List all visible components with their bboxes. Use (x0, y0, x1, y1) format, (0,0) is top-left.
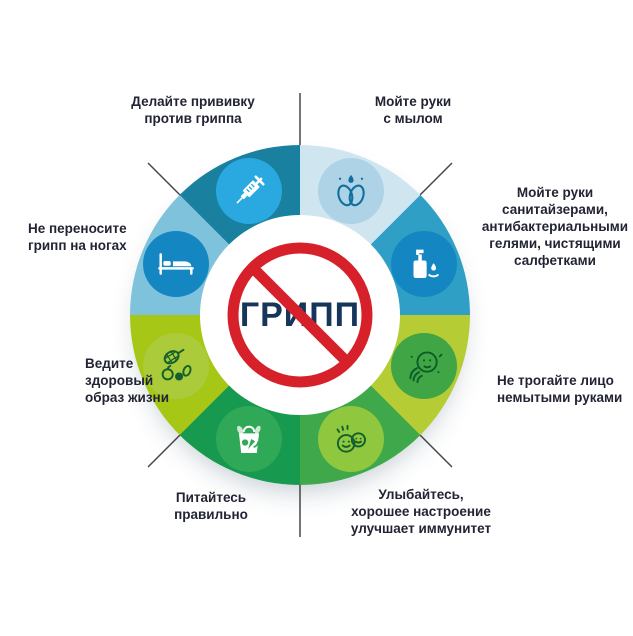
label-food: Питайтесь правильно (174, 490, 248, 522)
hand-washing-icon (337, 174, 365, 207)
connector-bottom-left (147, 434, 181, 468)
label-vaccine: Делайте прививку против гриппа (131, 94, 255, 126)
sanitizer-bottle-icon (413, 249, 439, 278)
vegetables-icon (237, 425, 261, 453)
bed-segment (143, 231, 209, 297)
face-segment (391, 333, 457, 399)
smile-segment (318, 406, 384, 472)
prohibition-sign-icon (227, 242, 373, 388)
bed-icon (158, 253, 194, 275)
vaccine-segment (216, 158, 282, 224)
label-lifestyle: Ведите здоровый образ жизни (85, 356, 169, 405)
label-soap: Мойте руки с мылом (374, 94, 452, 126)
syringe-icon (236, 175, 265, 204)
sanitizer-segment (391, 231, 457, 297)
touch-face-icon (409, 351, 443, 384)
label-bed: Не переносите грипп на ногах (28, 221, 127, 253)
label-sanitizer: Мойте руки санитайзерами, антибактериаль… (481, 185, 629, 268)
smiley-faces-icon (336, 424, 366, 453)
connector-top-right (419, 162, 453, 196)
lifestyle-segment (143, 333, 209, 399)
connector-bottom-right (419, 434, 453, 468)
label-smile: Улыбайтесь, хорошее настроение улучшает … (350, 487, 492, 536)
food-segment (216, 406, 282, 472)
soap-segment (318, 158, 384, 224)
sport-fruits-icon (161, 348, 192, 381)
label-face: Не трогайте лицо немытыми руками (497, 373, 623, 405)
connector-top-left (147, 162, 181, 196)
